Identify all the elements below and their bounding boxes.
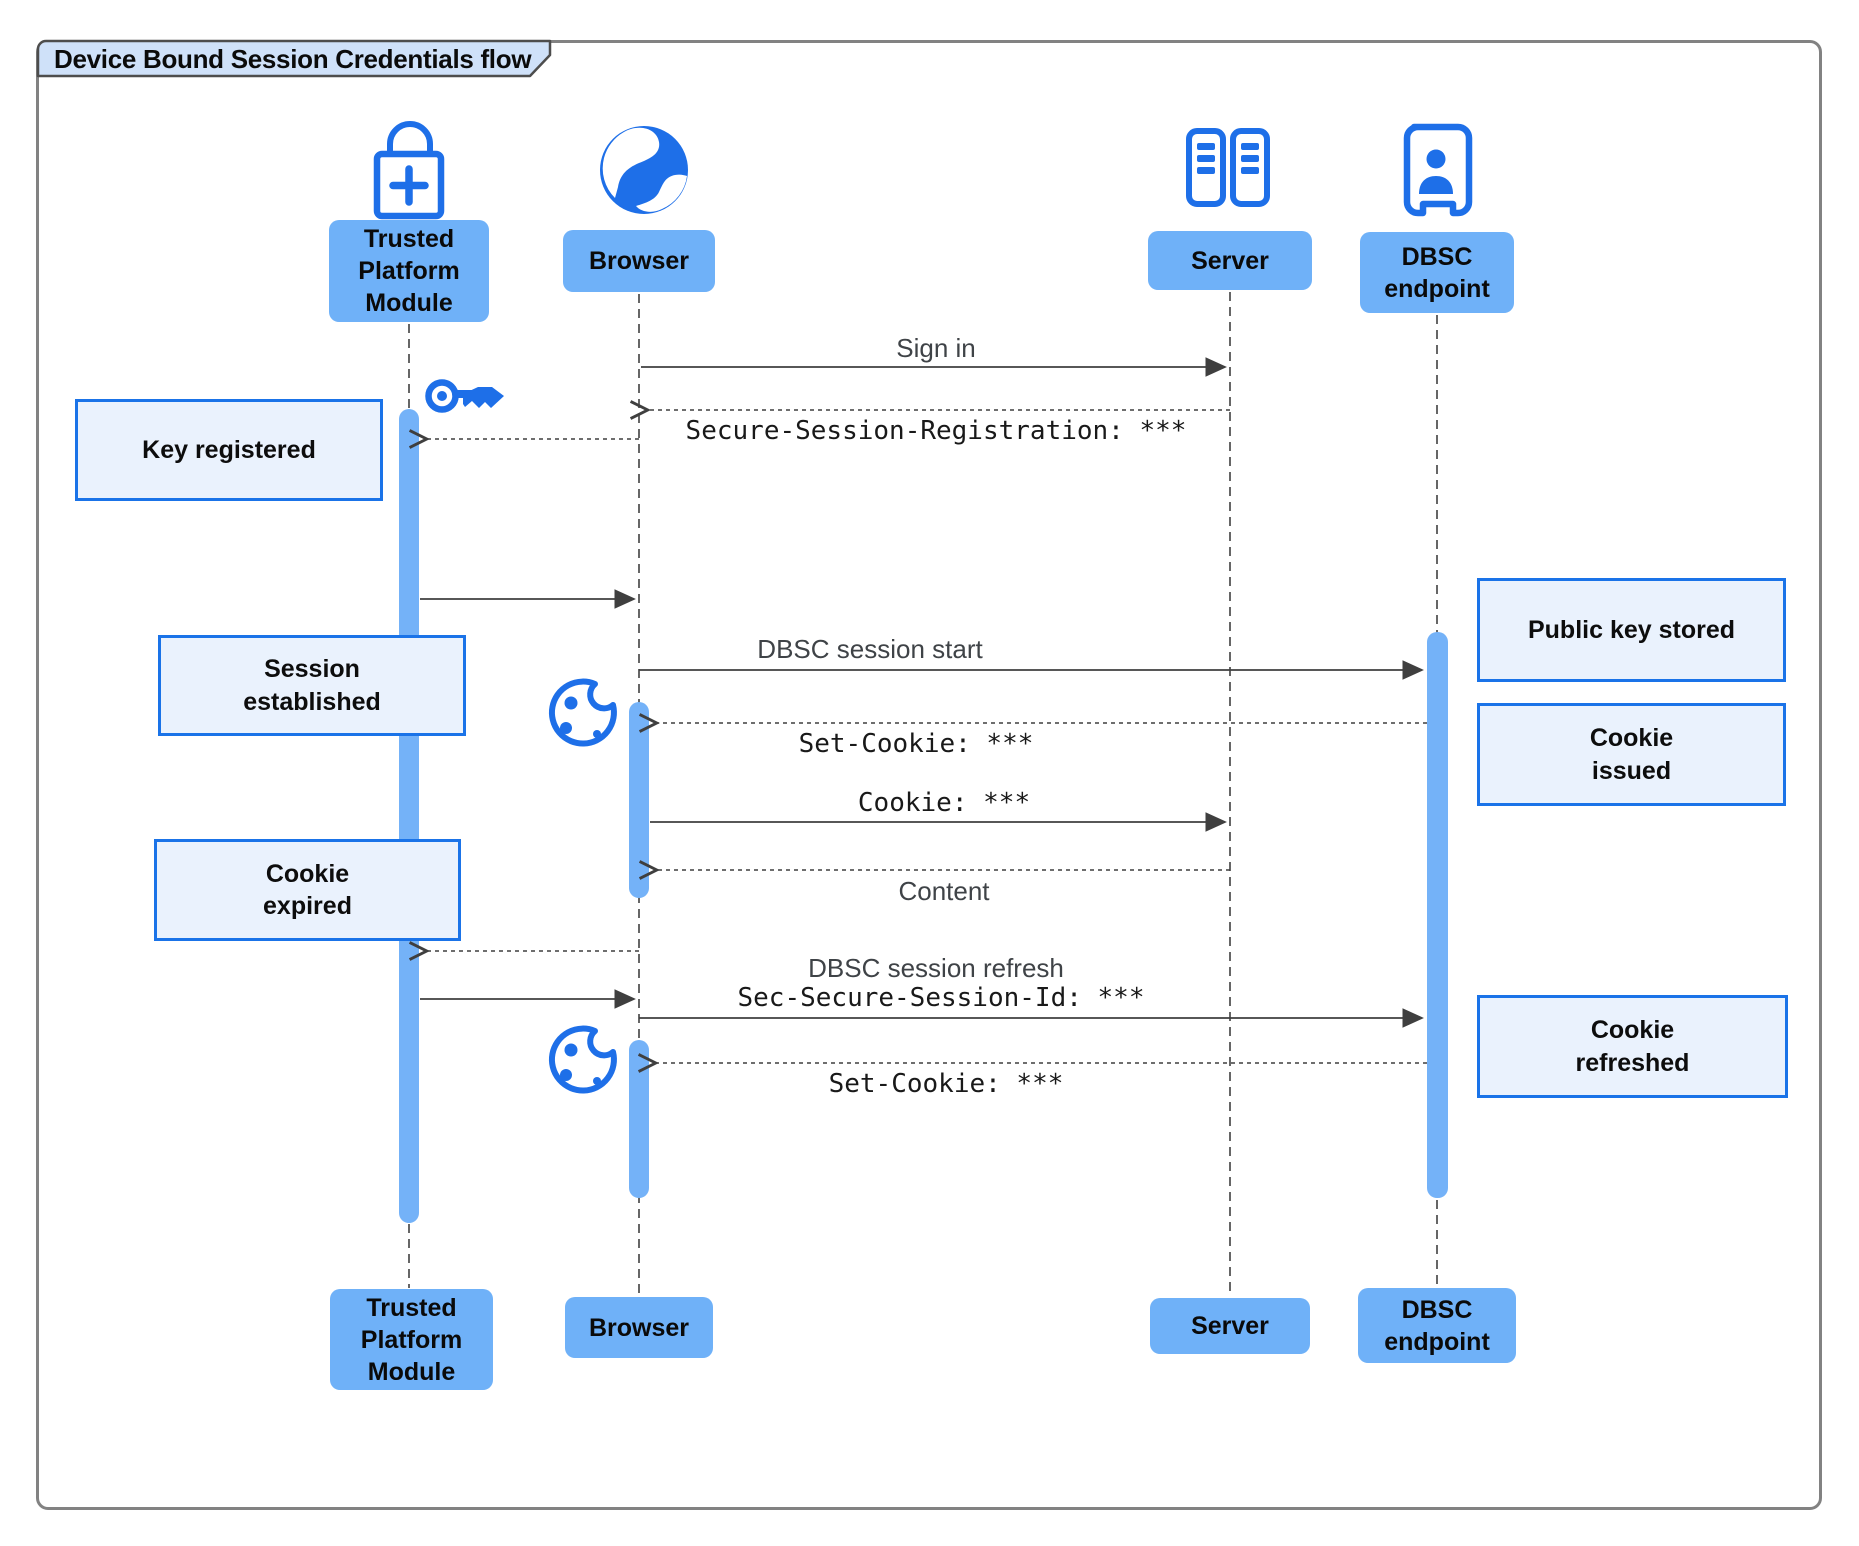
label-dbsc-session-start: DBSC session start: [757, 634, 983, 664]
actor-top-tpm: Trusted Platform Module: [329, 220, 489, 322]
label-content: Content: [898, 876, 990, 906]
browser-activation-bar-2: [629, 1040, 649, 1198]
key-icon: [425, 379, 504, 413]
actor-bottom-browser: Browser: [565, 1297, 713, 1358]
cookie-icon-1: [548, 678, 617, 747]
title-tab: [36, 39, 552, 78]
label-sign-in: Sign in: [896, 333, 976, 363]
actor-bottom-server: Server: [1150, 1298, 1310, 1354]
note-key-registered: Key registered: [75, 399, 383, 501]
note-cookie-issued: Cookie issued: [1477, 703, 1786, 806]
dbsc-activation-bar: [1427, 632, 1448, 1198]
actor-top-browser: Browser: [563, 230, 715, 292]
diagram-title: Device Bound Session Credentials flow: [54, 44, 532, 74]
label-set-cookie-1: Set-Cookie: ***: [798, 729, 1034, 759]
actor-top-dbsc: DBSC endpoint: [1360, 232, 1514, 313]
note-public-key-stored: Public key stored: [1477, 578, 1786, 682]
note-cookie-refreshed: Cookie refreshed: [1477, 995, 1788, 1098]
tpm-activation-bar: [399, 409, 419, 1223]
actor-bottom-tpm: Trusted Platform Module: [330, 1289, 493, 1390]
id-card-icon: [1403, 123, 1473, 217]
label-set-cookie-2: Set-Cookie: ***: [828, 1069, 1064, 1099]
actor-top-server: Server: [1148, 231, 1312, 290]
note-session-established: Session established: [158, 635, 466, 736]
cookie-icon-2: [548, 1025, 617, 1094]
label-sec-secure-session-id: Sec-Secure-Session-Id: ***: [737, 983, 1145, 1013]
lock-plus-icon: [373, 121, 445, 220]
actor-bottom-dbsc: DBSC endpoint: [1358, 1288, 1516, 1363]
label-secure-session-registration: Secure-Session-Registration: ***: [685, 416, 1187, 446]
label-dbsc-session-refresh: DBSC session refresh: [808, 953, 1064, 983]
label-cookie: Cookie: ***: [857, 788, 1031, 818]
globe-icon: [600, 126, 688, 214]
note-cookie-expired: Cookie expired: [154, 839, 461, 941]
server-rack-icon: [1186, 128, 1270, 207]
browser-activation-bar-1: [629, 702, 649, 898]
